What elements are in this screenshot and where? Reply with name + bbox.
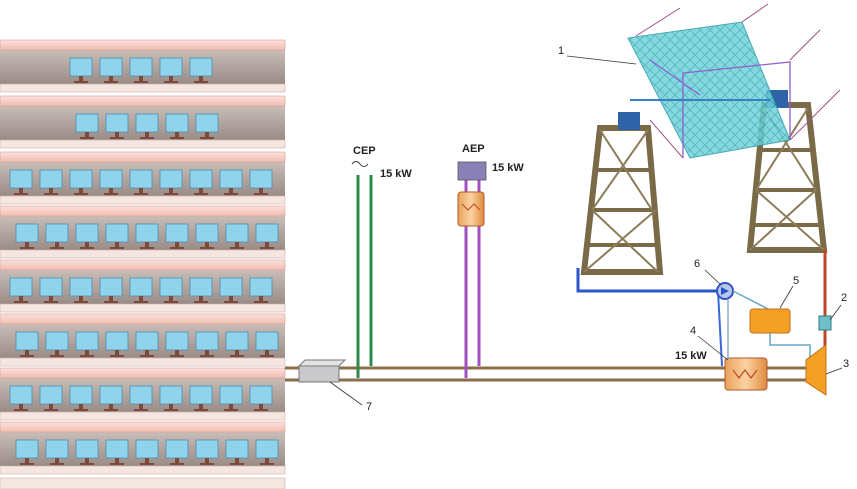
building-floor: [0, 367, 286, 421]
monitor-icon: [9, 277, 33, 303]
monitor-icon: [75, 223, 99, 249]
monitor-icon: [219, 169, 243, 195]
monitor-icon: [219, 385, 243, 411]
monitor-icon: [99, 169, 123, 195]
pump-6: [716, 282, 776, 311]
monitor-icon: [129, 385, 153, 411]
monitor-icon: [189, 169, 213, 195]
callout-7: 7: [366, 401, 373, 413]
building-floor: [0, 313, 286, 367]
monitor-icon: [45, 223, 69, 249]
building: [0, 39, 286, 489]
building-floor: [0, 151, 286, 205]
monitor-icon: [135, 331, 159, 357]
monitor-icon: [189, 57, 213, 83]
monitor-icon: [105, 113, 129, 139]
building-floor: [0, 259, 286, 313]
monitor-icon: [15, 439, 39, 465]
blue-pipe: [576, 268, 723, 367]
callout-2: 2: [841, 292, 848, 304]
monitor-icon: [39, 169, 63, 195]
monitor-icon: [75, 331, 99, 357]
monitor-icon: [129, 277, 153, 303]
main-pipes: [285, 366, 810, 382]
distribution-box-7: [297, 359, 363, 406]
monitor-icon: [159, 385, 183, 411]
monitor-icon: [135, 113, 159, 139]
monitor-icon: [249, 169, 273, 195]
monitor-icon: [69, 57, 93, 83]
monitor-icon: [225, 223, 249, 249]
monitor-icon: [225, 439, 249, 465]
monitor-icon: [69, 385, 93, 411]
unit-5: [749, 308, 811, 368]
cep-label: CEP: [353, 145, 376, 157]
callout-1: 1: [558, 45, 565, 57]
tower-left: [580, 112, 664, 275]
aep-unit: [457, 161, 487, 378]
monitor-icon: [219, 277, 243, 303]
monitor-icon: [75, 113, 99, 139]
monitor-icon: [189, 277, 213, 303]
monitor-icon: [15, 223, 39, 249]
monitor-icon: [105, 223, 129, 249]
monitor-icon: [165, 113, 189, 139]
monitor-icon: [195, 113, 219, 139]
monitor-icon: [159, 169, 183, 195]
monitor-icon: [249, 385, 273, 411]
building-floor: [0, 39, 286, 93]
monitor-icon: [45, 439, 69, 465]
monitor-icon: [99, 277, 123, 303]
monitor-icon: [99, 57, 123, 83]
monitor-icon: [69, 277, 93, 303]
monitor-icon: [45, 331, 69, 357]
monitor-icon: [105, 331, 129, 357]
monitor-icon: [189, 385, 213, 411]
monitor-icon: [165, 223, 189, 249]
monitor-icon: [105, 439, 129, 465]
monitor-icon: [195, 223, 219, 249]
callout-6: 6: [694, 258, 701, 270]
monitor-icon: [225, 331, 249, 357]
cep-power-label: 15 kW: [380, 168, 412, 180]
radiative-panel: [627, 3, 841, 159]
monitor-icon: [75, 439, 99, 465]
monitor-icon: [255, 439, 279, 465]
monitor-icon: [255, 223, 279, 249]
monitor-icon: [39, 385, 63, 411]
building-floor: [0, 205, 286, 259]
building-floor: [0, 95, 286, 149]
monitor-icon: [159, 57, 183, 83]
aep-power-label: 15 kW: [492, 162, 524, 174]
monitor-icon: [255, 331, 279, 357]
monitor-icon: [195, 331, 219, 357]
monitor-icon: [249, 277, 273, 303]
monitor-icon: [165, 331, 189, 357]
hx-power-label: 15 kW: [675, 350, 707, 362]
callout-3: 3: [843, 358, 850, 370]
monitor-icon: [195, 439, 219, 465]
monitor-icon: [129, 169, 153, 195]
monitor-icon: [165, 439, 189, 465]
filter-2: [818, 315, 832, 331]
monitor-icon: [69, 169, 93, 195]
cep-unit: [351, 161, 373, 378]
monitor-icon: [99, 385, 123, 411]
monitor-icon: [135, 439, 159, 465]
monitor-icon: [15, 331, 39, 357]
turbine-3: [805, 344, 827, 396]
monitor-icon: [9, 169, 33, 195]
callout-5: 5: [793, 275, 800, 287]
building-floor: [0, 421, 286, 475]
callout-4: 4: [690, 325, 697, 337]
monitor-icon: [159, 277, 183, 303]
aep-label: AEP: [462, 143, 485, 155]
heat-exchanger-4: [724, 300, 768, 391]
leader-lines: [566, 55, 843, 375]
monitor-icon: [39, 277, 63, 303]
monitor-icon: [135, 223, 159, 249]
monitor-icon: [129, 57, 153, 83]
monitor-icon: [9, 385, 33, 411]
